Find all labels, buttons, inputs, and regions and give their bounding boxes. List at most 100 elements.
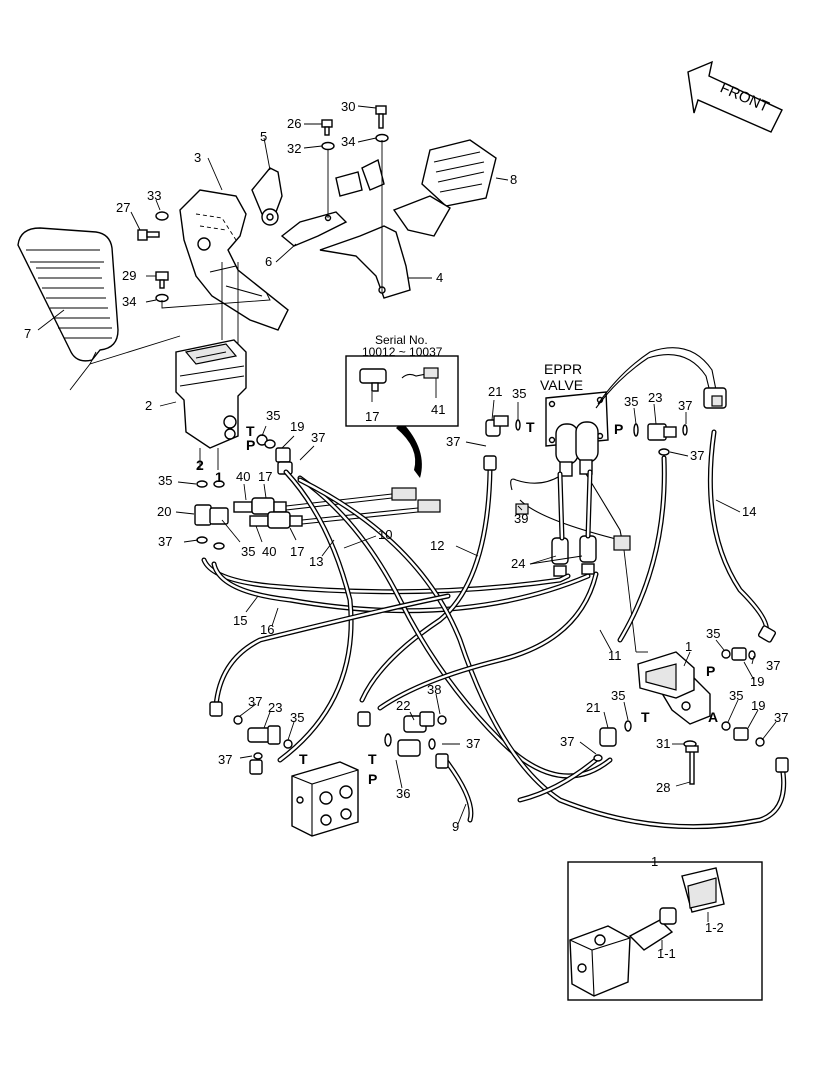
washer-32 xyxy=(321,141,335,151)
port-t-sol: T xyxy=(641,709,650,725)
fitting-24 xyxy=(551,535,597,577)
callout-37a: 37 xyxy=(311,430,325,445)
bracket-4 xyxy=(319,225,411,299)
callout-12: 12 xyxy=(430,538,444,553)
hoses xyxy=(201,429,787,830)
callout-7: 7 xyxy=(24,326,31,341)
callout-26: 26 xyxy=(287,116,301,131)
bolt-30 xyxy=(375,105,387,129)
callout-21b: 21 xyxy=(586,700,600,715)
callout-13: 13 xyxy=(309,554,323,569)
callout-24: 24 xyxy=(511,556,525,571)
callout-4: 4 xyxy=(436,270,443,285)
port-p-eppr: P xyxy=(614,421,623,437)
callout-23b: 23 xyxy=(268,700,282,715)
callout-2: 2 xyxy=(145,398,152,413)
callout-27: 27 xyxy=(116,200,130,215)
callout-35e: 35 xyxy=(624,394,638,409)
callout-3: 3 xyxy=(194,150,201,165)
callout-35c: 35 xyxy=(241,544,255,559)
bolt-26 xyxy=(321,119,333,136)
port-p-block: P xyxy=(368,771,377,787)
serial-item-17: 17 xyxy=(365,409,379,424)
callout-6: 6 xyxy=(265,254,272,269)
callout-11: 11 xyxy=(608,648,622,663)
port-p-pedal: P xyxy=(246,437,255,453)
callout-1: 1 xyxy=(685,639,692,654)
connector-b xyxy=(417,499,441,513)
inset-item-1-2: 1-2 xyxy=(705,920,724,935)
serial-item-41: 41 xyxy=(431,402,445,417)
callout-31: 31 xyxy=(656,736,670,751)
front-arrow: FRONT xyxy=(687,60,783,133)
callout-40b: 40 xyxy=(262,544,276,559)
serial-box xyxy=(345,355,459,427)
callout-23a: 23 xyxy=(648,390,662,405)
callout-9: 9 xyxy=(452,819,459,834)
fitting-22 xyxy=(384,711,447,757)
bolt-29 xyxy=(155,271,169,289)
callout-35h: 35 xyxy=(611,688,625,703)
callout-10: 10 xyxy=(378,527,392,542)
callout-37j: 37 xyxy=(248,694,262,709)
callout-39: 39 xyxy=(514,511,528,526)
inset-title: 1 xyxy=(651,854,658,869)
serial-range: 10012 ~ 10037 xyxy=(362,345,443,359)
port-p-sol: P xyxy=(706,663,715,679)
adjuster-knob xyxy=(335,158,385,197)
port-t-block2: T xyxy=(368,751,377,767)
callout-34b: 34 xyxy=(122,294,136,309)
callout-numbers: 30 26 34 32 5 3 33 27 8 6 4 29 34 7 2 35… xyxy=(24,99,788,834)
callout-37e: 37 xyxy=(690,448,704,463)
callout-33: 33 xyxy=(147,188,161,203)
eppr-label-2: VALVE xyxy=(540,377,583,393)
callout-17b: 17 xyxy=(290,544,304,559)
callout-37i: 37 xyxy=(466,736,480,751)
bracket-5 xyxy=(251,167,283,226)
callout-35g: 35 xyxy=(729,688,743,703)
port-t-eppr: T xyxy=(526,419,535,435)
callout-37f: 37 xyxy=(766,658,780,673)
callout-21a: 21 xyxy=(488,384,502,399)
bolt-27 xyxy=(137,229,160,241)
valve-block xyxy=(291,761,359,837)
fitting-21b xyxy=(593,727,617,762)
fitting-21a xyxy=(485,415,521,437)
connector-eppr xyxy=(703,387,727,409)
callout-28: 28 xyxy=(656,780,670,795)
callout-5: 5 xyxy=(260,129,267,144)
connector-39 xyxy=(515,503,529,515)
callout-35f: 35 xyxy=(706,626,720,641)
callout-36: 36 xyxy=(396,786,410,801)
leaders xyxy=(37,105,777,825)
port-t-block1: T xyxy=(299,751,308,767)
fitting-23a xyxy=(633,423,688,456)
callout-20: 20 xyxy=(157,504,171,519)
connector-mid xyxy=(613,535,631,551)
bracket-6 xyxy=(280,211,348,247)
callout-30: 30 xyxy=(341,99,355,114)
pressure-switch-17b xyxy=(249,511,303,529)
callout-17a: 17 xyxy=(258,469,272,484)
callout-34a: 34 xyxy=(341,134,355,149)
connector-a xyxy=(391,487,417,501)
callout-8: 8 xyxy=(510,172,517,187)
callout-37c: 37 xyxy=(446,434,460,449)
callout-15: 15 xyxy=(233,613,247,628)
callout-37g: 37 xyxy=(774,710,788,725)
callout-37h: 37 xyxy=(560,734,574,749)
inset-item-1-1: 1-1 xyxy=(657,946,676,961)
callout-19b: 19 xyxy=(750,674,764,689)
washer-33 xyxy=(155,211,169,221)
port-a-sol: A xyxy=(708,709,718,725)
callout-22: 22 xyxy=(396,698,410,713)
eppr-valve xyxy=(545,391,609,477)
pedal-8 xyxy=(392,139,497,237)
pedal-valve-2 xyxy=(175,339,247,470)
port-t-pedal: T xyxy=(246,423,255,439)
callout-14: 14 xyxy=(742,504,756,519)
callout-37d: 37 xyxy=(678,398,692,413)
callout-19c: 19 xyxy=(751,698,765,713)
pedal-7 xyxy=(17,227,119,362)
